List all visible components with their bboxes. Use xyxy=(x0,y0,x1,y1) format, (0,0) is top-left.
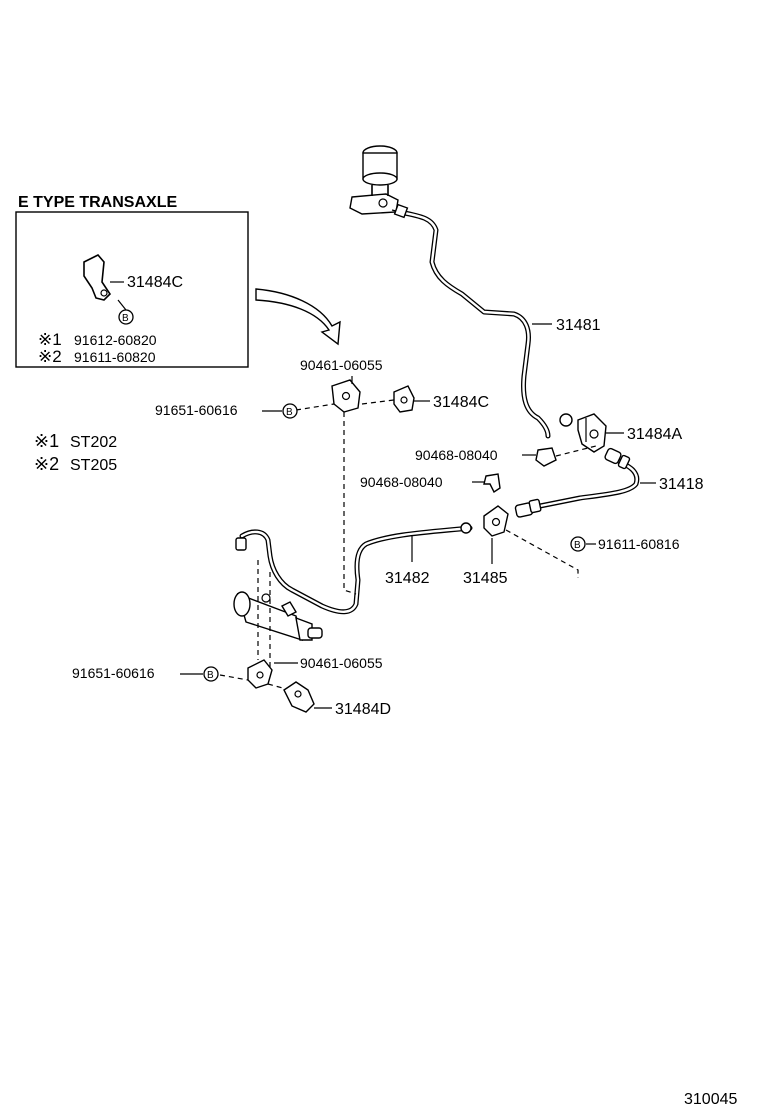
bolt-91611-letter: B xyxy=(574,540,581,551)
inset-bolt-symbol-letter: B xyxy=(122,313,129,324)
label-31484a: 31484A xyxy=(627,426,682,443)
label-31485: 31485 xyxy=(463,570,508,587)
bracket-31484a-drawing xyxy=(577,413,607,453)
dash-bolt-91651-upper xyxy=(295,403,335,411)
legend-model-1: ST202 xyxy=(70,434,117,451)
bolt-91611-symbol: B xyxy=(570,536,586,552)
hose-31418-drawing xyxy=(514,447,640,518)
clip-90468-upper-drawing xyxy=(535,447,557,467)
legend-mark-2: ※2 xyxy=(34,454,59,474)
label-31418: 31418 xyxy=(659,476,704,493)
label-90468-upper: 90468-08040 xyxy=(415,447,498,463)
dash-clip-upper xyxy=(555,445,597,457)
label-90461-lower: 90461-06055 xyxy=(300,655,383,671)
label-91651-upper: 91651-60616 xyxy=(155,402,238,418)
clamp-90461-upper-drawing xyxy=(331,379,361,413)
label-91611: 91611-60816 xyxy=(598,536,680,552)
bracket-31484c-drawing xyxy=(393,385,415,413)
inset-note1-mark: ※1 xyxy=(38,330,62,349)
label-90461-upper: 90461-06055 xyxy=(300,357,383,373)
inset-title: E TYPE TRANSAXLE xyxy=(18,194,177,211)
inset-part-31484c: 31484C xyxy=(127,274,183,291)
bolt-91651-lower-symbol: B xyxy=(203,666,219,682)
legend-mark-1: ※1 xyxy=(34,431,59,451)
inset-e-type-transaxle: E TYPE TRANSAXLE 31484C B ※1 91612-60820… xyxy=(15,194,249,368)
model-legend: ※1 ST202 ※2 ST205 xyxy=(34,431,117,474)
label-31482: 31482 xyxy=(385,570,430,587)
label-31484d: 31484D xyxy=(335,701,391,718)
inset-note2-mark: ※2 xyxy=(38,347,62,366)
pipe-31482-drawing xyxy=(235,522,473,615)
inset-bracket-icon xyxy=(83,254,127,311)
inset-bolt-symbol: B xyxy=(118,309,134,325)
bolt-91651-upper-letter: B xyxy=(286,407,293,418)
label-31481: 31481 xyxy=(556,317,601,334)
inset-pointer-arrow xyxy=(255,288,341,346)
master-cylinder-drawing xyxy=(349,145,401,215)
dash-31484c xyxy=(361,399,395,405)
figure-number: 310045 xyxy=(684,1091,737,1108)
inset-note1-part: 91612-60820 xyxy=(74,332,157,348)
bracket-31484d-drawing xyxy=(283,681,315,713)
legend-model-2: ST205 xyxy=(70,457,117,474)
bracket-31485-drawing xyxy=(483,505,509,537)
label-90468-lower: 90468-08040 xyxy=(360,474,443,490)
inset-note2-part: 91611-60820 xyxy=(74,349,156,365)
dash-bolt-91611 xyxy=(505,529,579,578)
label-91651-lower: 91651-60616 xyxy=(72,665,155,681)
bolt-91651-lower-letter: B xyxy=(207,670,214,681)
label-31484c: 31484C xyxy=(433,394,489,411)
clip-90468-lower-drawing xyxy=(483,473,501,494)
bolt-91651-upper-symbol: B xyxy=(282,403,298,419)
inset-frame xyxy=(15,211,249,368)
dash-bolt-91651-lower xyxy=(219,674,249,681)
pipe-31481 xyxy=(393,203,573,439)
dash-upper-clamp-vertical xyxy=(343,412,357,595)
